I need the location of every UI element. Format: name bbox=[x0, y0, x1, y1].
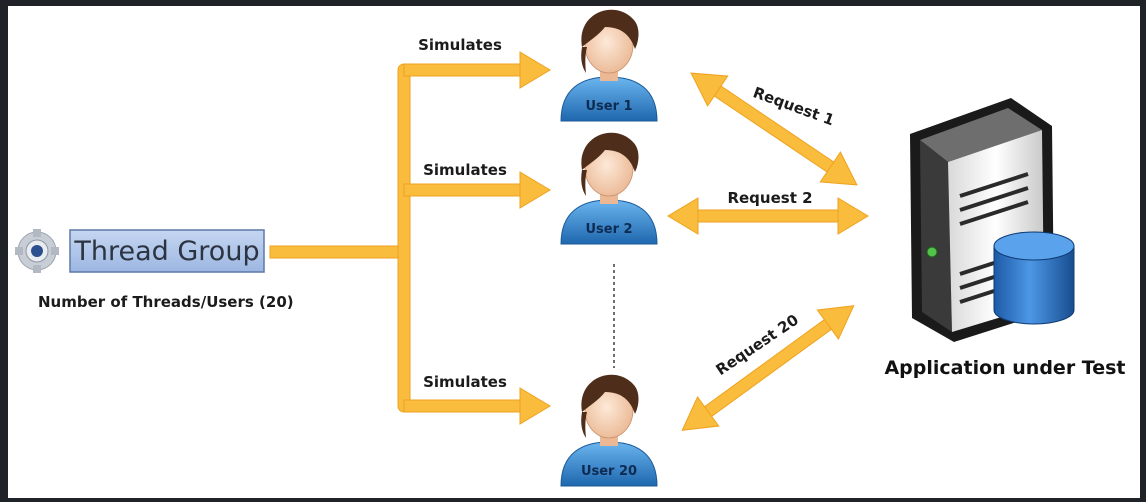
power-led-icon bbox=[926, 246, 938, 258]
request-2-arrow bbox=[667, 197, 869, 235]
request-2-label: Request 2 bbox=[727, 189, 812, 207]
user-20: User 20 bbox=[560, 374, 658, 487]
diagram-canvas: Thread Group Number of Threads/Users (20… bbox=[8, 6, 1140, 498]
simulates-label-2: Simulates bbox=[423, 161, 507, 179]
user-2: User 2 bbox=[560, 132, 658, 245]
vertical-bus-arrow bbox=[397, 63, 411, 413]
simulates-label-1: Simulates bbox=[418, 36, 502, 54]
request-1-arrow bbox=[690, 72, 858, 186]
user-1: User 1 bbox=[560, 9, 658, 122]
simulates-label-3: Simulates bbox=[423, 373, 507, 391]
user-2-label: User 2 bbox=[585, 222, 632, 237]
thread-group-box[interactable] bbox=[69, 229, 265, 273]
server-caption: Application under Test bbox=[884, 357, 1125, 379]
arrows bbox=[269, 51, 869, 431]
simulates-arrow-user-20 bbox=[403, 387, 551, 425]
user-1-label: User 1 bbox=[585, 99, 632, 114]
simulates-arrow-user-1 bbox=[403, 51, 551, 89]
gear-icon bbox=[15, 229, 59, 273]
thread-group: Thread Group Number of Threads/Users (20… bbox=[15, 229, 294, 311]
thread-group-label: Thread Group bbox=[73, 236, 259, 267]
thread-group-connector-arrow bbox=[269, 245, 409, 259]
jmeter-thread-group-diagram: Thread Group Number of Threads/Users (20… bbox=[15, 9, 1126, 487]
request-20-arrow bbox=[681, 305, 855, 431]
thread-count-caption: Number of Threads/Users (20) bbox=[38, 293, 294, 311]
simulates-arrow-user-2 bbox=[403, 171, 551, 209]
user-20-label: User 20 bbox=[581, 464, 637, 479]
database-icon bbox=[993, 231, 1075, 325]
application-server: Application under Test bbox=[884, 98, 1126, 379]
